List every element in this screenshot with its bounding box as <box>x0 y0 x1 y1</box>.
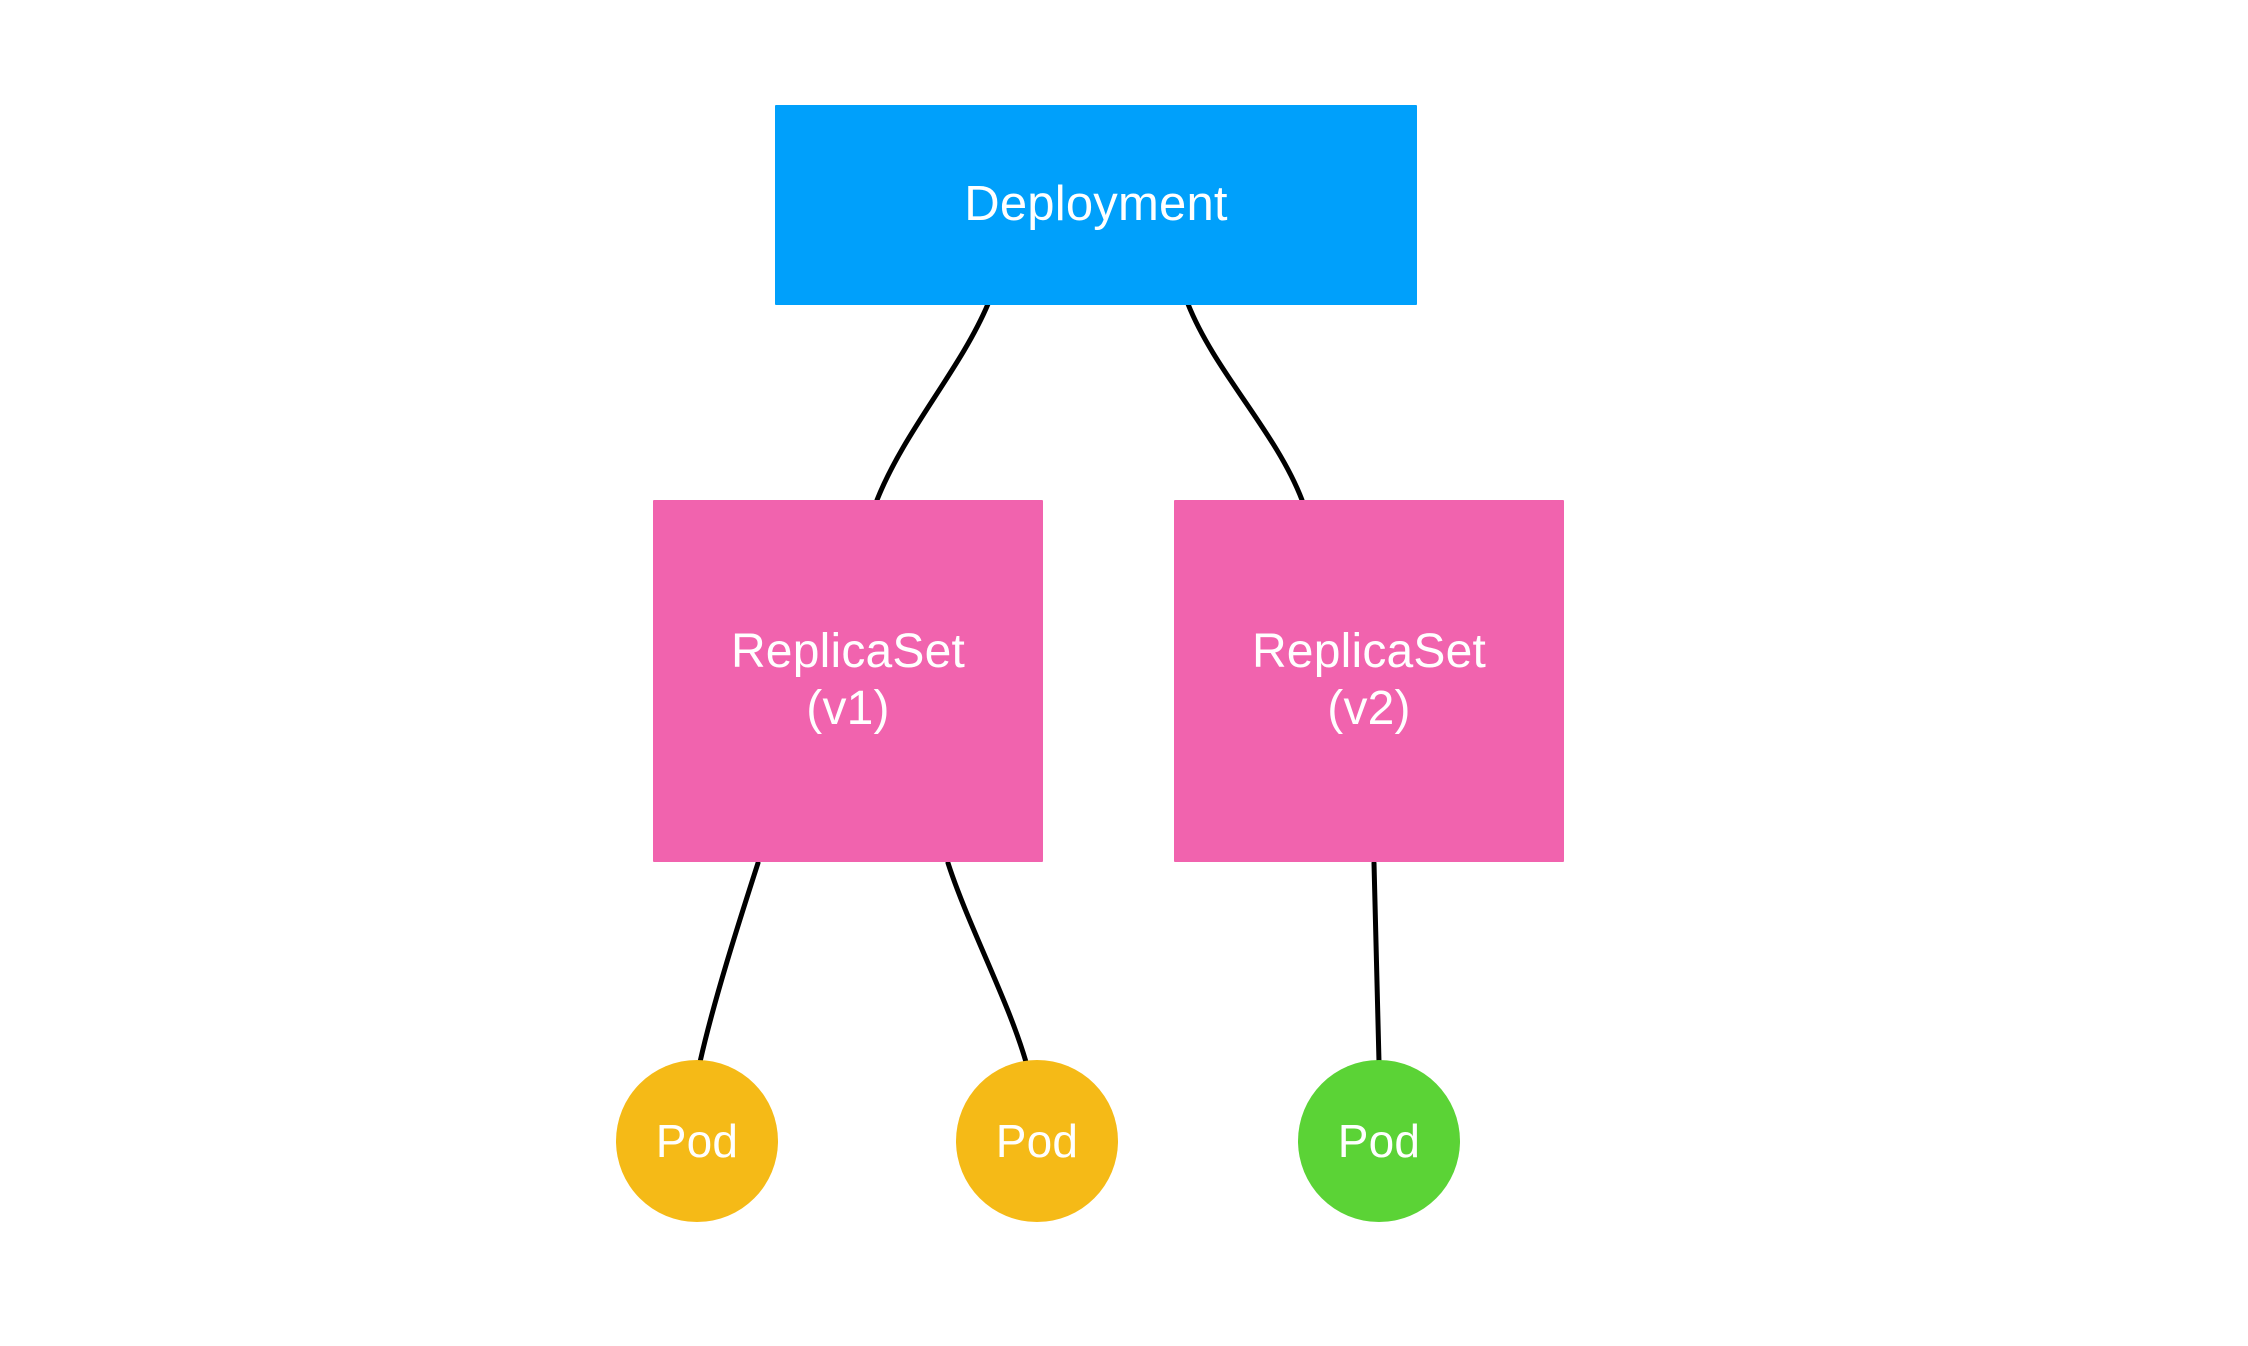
node-pod-2[interactable]: Pod <box>956 1060 1118 1222</box>
node-replicaset-v2[interactable]: ReplicaSet (v2) <box>1174 500 1564 862</box>
node-pod-3-label: Pod <box>1337 1114 1421 1167</box>
edge-deployment-to-replicaset-v2 <box>1185 301 1305 503</box>
edge-replicaset-v1-to-pod-2 <box>945 860 1029 1065</box>
node-replicaset-v2-label: ReplicaSet (v2) <box>1251 625 1487 735</box>
node-pod-2-label: Pod <box>995 1114 1079 1167</box>
node-pod-3[interactable]: Pod <box>1298 1060 1460 1222</box>
node-replicaset-v1-label: ReplicaSet (v1) <box>730 625 966 735</box>
edge-deployment-to-replicaset-v1 <box>874 301 991 503</box>
edge-replicaset-v1-to-pod-1 <box>697 860 761 1065</box>
node-deployment[interactable]: Deployment <box>775 105 1417 305</box>
node-deployment-label: Deployment <box>964 177 1228 232</box>
node-pod-1-label: Pod <box>655 1114 739 1167</box>
node-pod-1[interactable]: Pod <box>616 1060 778 1222</box>
node-replicaset-v1[interactable]: ReplicaSet (v1) <box>653 500 1043 862</box>
edge-replicaset-v2-to-pod-3 <box>1371 860 1382 1065</box>
